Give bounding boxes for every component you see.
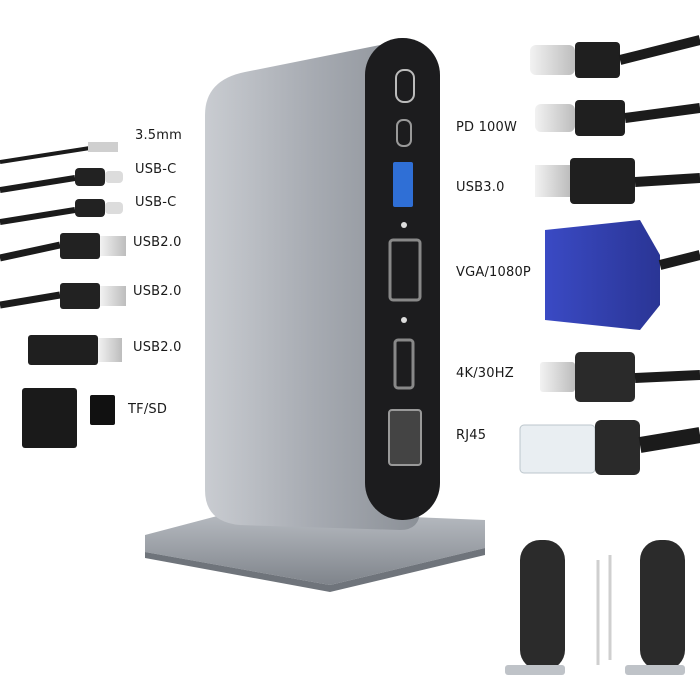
label-usb3: USB3.0 xyxy=(456,180,505,195)
rj45-port xyxy=(388,409,422,466)
dock-body xyxy=(205,38,440,530)
label-usb2-3: USB2.0 xyxy=(133,340,182,355)
label-vga: VGA/1080P xyxy=(456,265,531,280)
label-usb2-1: USB2.0 xyxy=(133,235,182,250)
sd-card-icon xyxy=(22,388,77,448)
vga-plug xyxy=(545,220,660,330)
usb-card-reader xyxy=(28,335,98,365)
label-4k: 4K/30HZ xyxy=(456,366,514,381)
product-thumbnails xyxy=(505,540,685,675)
audio-jack-icon xyxy=(88,142,118,152)
dock-ports xyxy=(388,69,422,466)
label-usb2-2: USB2.0 xyxy=(133,284,182,299)
hdmi-port xyxy=(393,338,415,390)
vga-port xyxy=(388,238,422,302)
usb3-port xyxy=(393,162,413,207)
right-cables xyxy=(519,35,700,475)
usb-c-port-pd xyxy=(396,119,412,147)
label-usb-c-1: USB-C xyxy=(135,162,177,177)
label-rj45: RJ45 xyxy=(456,428,487,443)
label-usb-c-2: USB-C xyxy=(135,195,177,210)
label-pd-100w: PD 100W xyxy=(456,120,518,135)
micro-sd-card-icon xyxy=(90,395,115,425)
usb-c-port-top xyxy=(395,69,415,103)
label-tf-sd: TF/SD xyxy=(128,402,168,417)
left-cables xyxy=(0,142,126,448)
label-3-5mm: 3.5mm xyxy=(135,128,183,143)
dock-port-panel xyxy=(365,38,440,520)
